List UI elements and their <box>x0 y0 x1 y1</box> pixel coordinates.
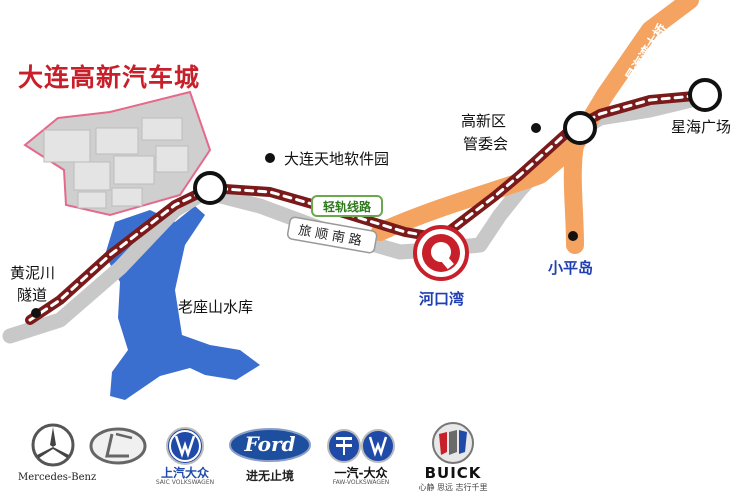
rail-badge: 轻轨线路 <box>311 195 383 217</box>
buick-shields-icon <box>432 422 474 464</box>
poi-dot-icon <box>265 153 275 163</box>
station-marker-icon <box>413 225 469 281</box>
poi-dot-icon <box>531 123 541 133</box>
logo-caption: 上汽大众 <box>160 466 209 480</box>
logo-ford: Ford 进无止境 <box>225 420 315 490</box>
label-guanweihui: 管委会 <box>463 135 509 153</box>
station-circle-west <box>193 171 227 205</box>
logo-subcaption: 心静 思远 志行千里 <box>418 483 488 492</box>
car-city-icon <box>23 90 212 217</box>
vw-icon <box>166 427 204 465</box>
station-circle-xinghai <box>688 78 722 112</box>
label-reservoir: 老座山水库 <box>178 298 254 316</box>
logo-buick: BUICK 心静 思远 志行千里 <box>408 420 498 494</box>
logo-saic-vw: 上汽大众 SAIC VOLKSWAGEN <box>150 420 220 490</box>
label-suidao: 隧道 <box>17 286 48 304</box>
logo-subcaption: SAIC VOLKSWAGEN <box>155 479 215 486</box>
poi-dot-icon <box>568 231 578 241</box>
label-xinghai: 星海广场 <box>671 118 732 136</box>
label-xiaopingdao: 小平岛 <box>548 259 594 277</box>
ford-oval-icon <box>229 428 311 462</box>
poi-dot-icon <box>31 308 41 318</box>
label-huangnichuan: 黄泥川 <box>10 264 56 282</box>
lexus-icon <box>89 427 147 465</box>
brand-logos-row: Mercedes-Benz 上汽大众 SAIC VOLKSWAGEN Ford … <box>0 420 750 494</box>
logo-caption: Mercedes-Benz <box>18 472 97 483</box>
station-circle-gaoxin <box>563 111 597 145</box>
label-gaoxinqu: 高新区 <box>461 112 507 130</box>
logo-mercedes: Mercedes-Benz <box>18 420 97 490</box>
logo-caption: 进无止境 <box>245 469 294 483</box>
rail-badge-label: 轻轨线路 <box>323 199 372 214</box>
bridge-route <box>371 0 699 254</box>
label-software-park: 大连天地软件园 <box>284 150 390 168</box>
page-title: 大连高新汽车城 <box>18 63 201 92</box>
logo-subcaption: FAW-VOLKSWAGEN <box>332 479 390 486</box>
faw-vw-icon <box>327 429 395 463</box>
logo-faw-vw: 一汽-大众 FAW-VOLKSWAGEN <box>320 420 402 490</box>
label-hekouwan: 河口湾 <box>419 290 465 308</box>
ford-badge-text: Ford <box>244 432 296 456</box>
logo-caption: BUICK <box>424 464 482 482</box>
reservoir-water <box>105 206 260 400</box>
logo-lexus <box>86 420 150 480</box>
mercedes-star-icon <box>31 423 75 467</box>
logo-caption: 一汽-大众 <box>334 466 388 480</box>
